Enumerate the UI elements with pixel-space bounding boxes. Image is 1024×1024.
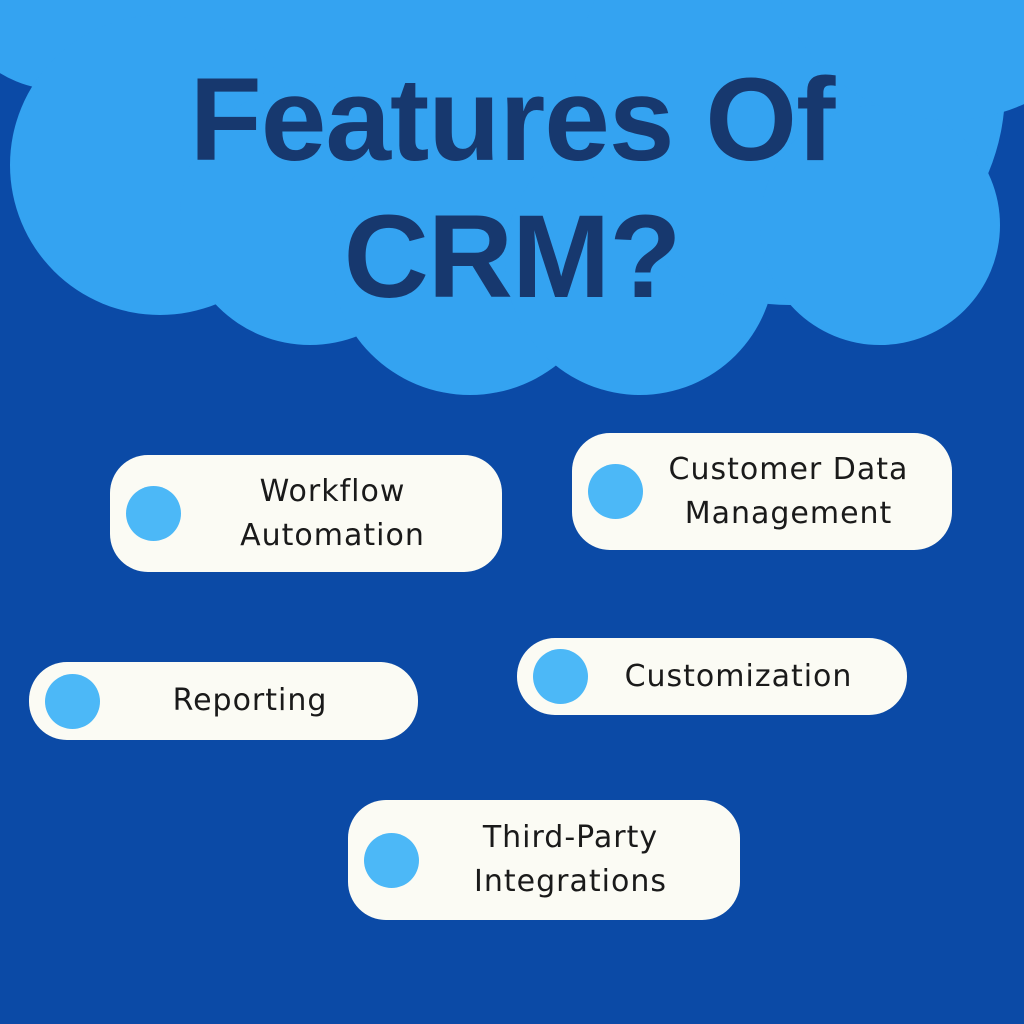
- bullet-dot-icon: [126, 486, 181, 541]
- bullet-dot-icon: [588, 464, 643, 519]
- feature-label-line: Workflow: [259, 473, 406, 509]
- feature-card-workflow-automation: Workflow Automation: [110, 455, 502, 572]
- feature-card-label: Reporting: [100, 679, 400, 723]
- feature-label-line: Integrations: [474, 864, 667, 899]
- feature-label-line: Reporting: [172, 683, 328, 718]
- feature-card-customization: Customization: [517, 638, 907, 715]
- bullet-dot-icon: [45, 673, 100, 729]
- feature-card-customer-data-management: Customer Data Management: [572, 433, 952, 550]
- feature-label-line: Customization: [624, 658, 853, 694]
- feature-label-line: Management: [684, 495, 893, 531]
- feature-label-line: Customer Data: [668, 451, 909, 487]
- feature-card-third-party-integrations: Third-Party Integrations: [348, 800, 740, 920]
- page-title-line2: CRM?: [343, 190, 682, 323]
- feature-label-line: Automation: [240, 517, 425, 553]
- feature-label-line: Third-Party: [482, 820, 659, 855]
- bullet-dot-icon: [364, 832, 419, 888]
- feature-card-label: Workflow Automation: [181, 470, 484, 558]
- page-title-line1: Features Of: [189, 54, 836, 186]
- feature-card-label: Customer Data Management: [643, 448, 934, 536]
- feature-card-reporting: Reporting: [29, 662, 418, 740]
- bullet-dot-icon: [533, 649, 588, 704]
- cloud-shape: [0, 0, 1024, 395]
- page-title: Features Of CRM?: [0, 52, 1024, 326]
- feature-card-label: Third-Party Integrations: [419, 816, 722, 904]
- feature-card-label: Customization: [588, 655, 889, 699]
